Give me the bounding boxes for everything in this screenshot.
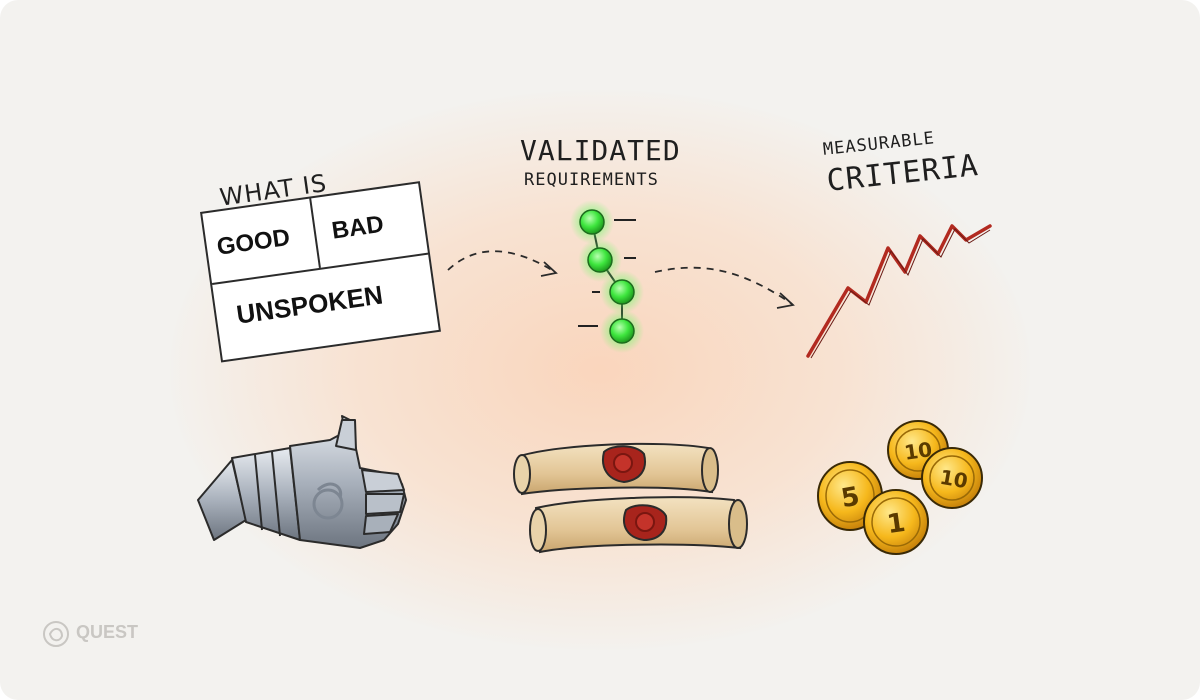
quest-logo-text: QUEST — [76, 622, 139, 642]
quest-logo-icon — [43, 621, 69, 647]
arrow-head-1 — [540, 261, 558, 277]
requirements-chain-icon — [570, 200, 644, 353]
coin-label-1: 10 — [938, 465, 970, 493]
coin-label-3: 1 — [885, 508, 907, 540]
background-glow — [170, 90, 1030, 650]
gold-coins-icon — [817, 420, 983, 555]
coin-label-2: 5 — [839, 482, 862, 515]
arrow-to-requirements — [447, 250, 556, 273]
sealed-scrolls-icon — [513, 442, 748, 554]
arrow-to-criteria — [654, 266, 793, 305]
requirements-heading: REQUIREMENTS — [524, 170, 659, 190]
validated-heading: VALIDATED — [520, 134, 681, 167]
coin-label-0: 10 — [903, 437, 934, 465]
criteria-chart-line — [806, 224, 992, 358]
quest-logo: QUEST — [42, 622, 138, 643]
arrow-head-2 — [776, 292, 795, 309]
gauntlet-thumbs-up-icon — [197, 415, 407, 549]
